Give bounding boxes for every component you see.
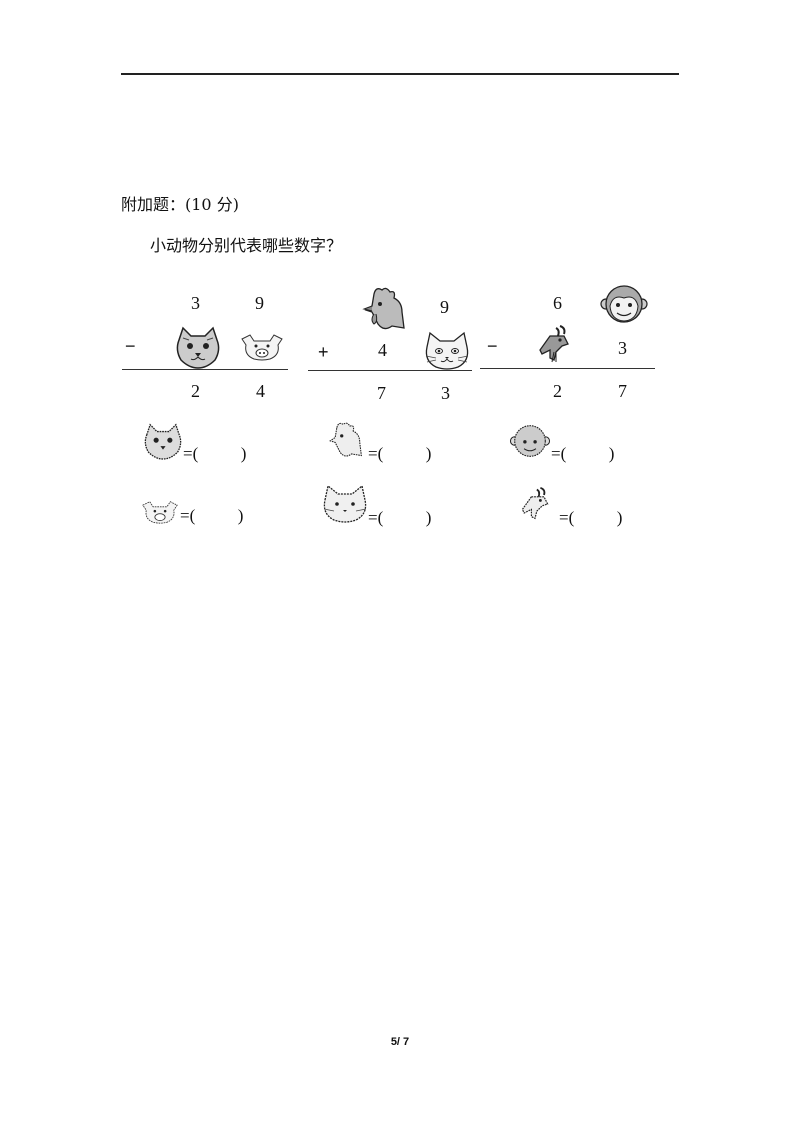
problem-3-operator: −	[487, 336, 498, 356]
kitten-face-icon	[425, 331, 469, 370]
cat-face-icon	[176, 326, 220, 369]
problem-3-result-left: 2	[553, 381, 562, 401]
monkey-face-icon	[600, 285, 648, 323]
problem-1-operator: −	[125, 336, 136, 356]
rooster-icon	[362, 287, 405, 330]
goat-answer-field[interactable]: =( )	[559, 508, 623, 527]
problem-2-middle-left: 4	[378, 340, 387, 360]
monkey-answer-icon	[509, 425, 551, 457]
kitten-answer-field[interactable]: =( )	[368, 508, 432, 527]
header-rule	[121, 73, 679, 75]
problem-1-top-left: 3	[191, 293, 200, 313]
page-number: 5/ 7	[390, 1036, 410, 1048]
problem-2-result-left: 7	[377, 383, 386, 403]
section-title: 附加题：(10 分)	[121, 195, 239, 214]
problem-1-result-right: 4	[256, 381, 265, 401]
problem-1-top-right: 9	[255, 293, 264, 313]
problem-1-line	[122, 369, 288, 370]
kitten-answer-icon	[323, 484, 367, 523]
pig-answer-icon	[142, 501, 178, 524]
problem-3-line	[480, 368, 655, 369]
problem-3-result-right: 7	[618, 381, 627, 401]
problem-2-operator: +	[318, 342, 329, 362]
problem-3-top-left: 6	[553, 293, 562, 313]
problem-2-result-right: 3	[441, 383, 450, 403]
problem-3-middle-right: 3	[618, 338, 627, 358]
question-text: 小动物分别代表哪些数字？	[150, 236, 343, 255]
cat-answer-icon	[144, 423, 182, 460]
pig-face-icon	[241, 334, 283, 361]
problem-2-line	[308, 370, 472, 371]
goat-icon	[539, 325, 569, 363]
cat-answer-field[interactable]: =( )	[183, 444, 247, 463]
rooster-answer-field[interactable]: =( )	[368, 444, 432, 463]
problem-1-result-left: 2	[191, 381, 200, 401]
pig-answer-field[interactable]: =( )	[180, 506, 244, 525]
monkey-answer-field[interactable]: =( )	[551, 444, 615, 463]
goat-answer-icon	[521, 486, 549, 520]
problem-2-top-right: 9	[440, 297, 449, 317]
rooster-answer-icon	[329, 422, 362, 457]
